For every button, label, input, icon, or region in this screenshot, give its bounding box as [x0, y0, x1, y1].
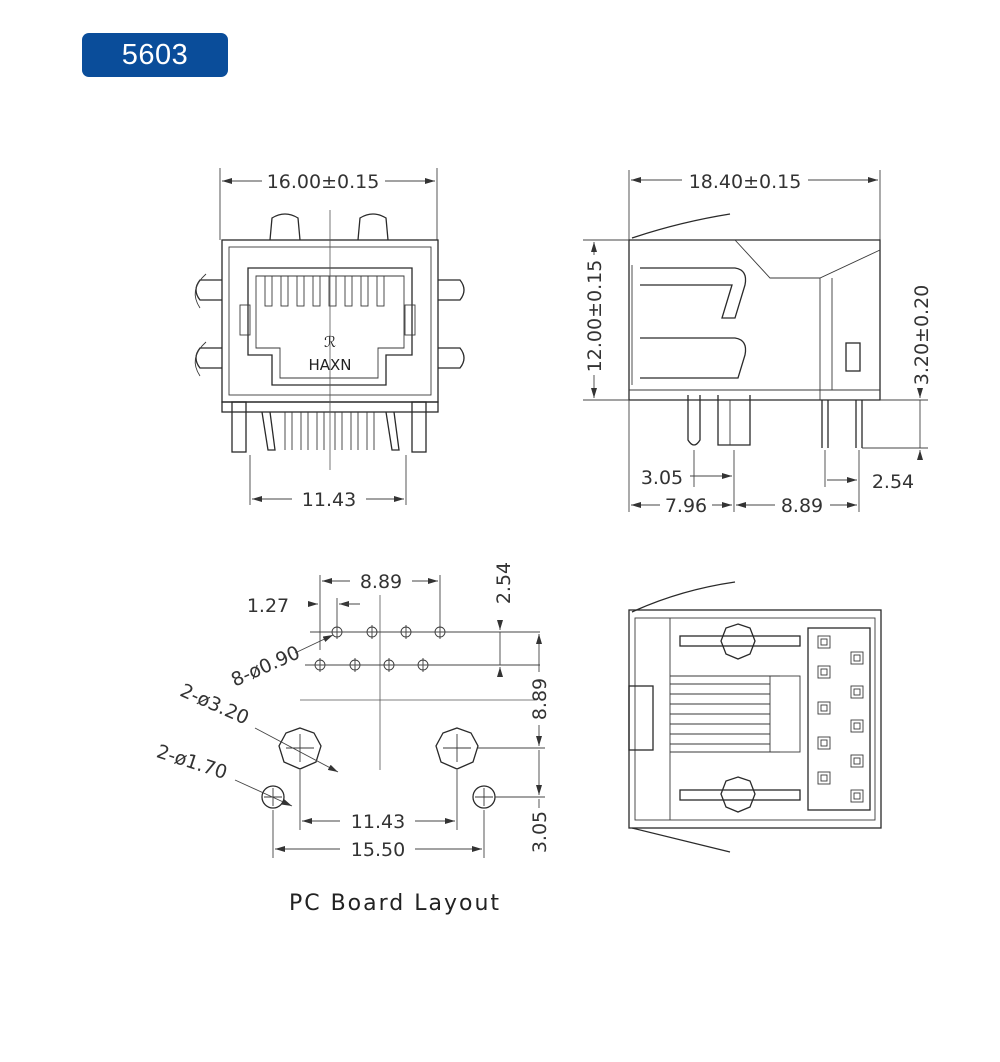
dim-pcb-post-span: 11.43	[351, 811, 405, 833]
dim-side-pin-length: 3.20±0.20	[911, 285, 933, 386]
dim-pcb-hole-small: 8-ø0.90	[228, 642, 304, 692]
part-number-badge: 5603	[82, 33, 228, 77]
dim-front-width: 16.00±0.15	[267, 171, 380, 193]
dim-pcb-half-pitch: 1.27	[247, 595, 289, 617]
dim-pcb-bottom: 3.05	[529, 811, 551, 853]
bottom-view	[628, 581, 882, 853]
dim-side-bottom-right: 8.89	[781, 495, 823, 517]
dim-pcb-total: 15.50	[351, 839, 405, 861]
dim-pcb-row-width: 8.89	[360, 571, 402, 593]
dim-side-left-offset: 3.05	[641, 467, 683, 489]
dim-pcb-hole-mid: 2-ø1.70	[154, 741, 230, 784]
dim-pcb-row-pitch: 2.54	[493, 562, 515, 604]
pcb-layout: 8.89 1.27 2.54 8.89 3.05 11.43 15.5	[154, 562, 551, 916]
dim-side-height: 12.00±0.15	[584, 260, 606, 373]
dim-pcb-vertical: 8.89	[529, 678, 551, 720]
front-view: 16.00±0.15 ℛ HAXN	[194, 168, 465, 511]
dim-side-pin-pitch: 2.54	[872, 471, 914, 493]
dim-side-depth: 18.40±0.15	[689, 171, 802, 193]
dim-front-pin-span: 11.43	[302, 489, 356, 511]
pcb-layout-caption: PC Board Layout	[289, 891, 501, 916]
side-view: 18.40±0.15 12.00±0.15 3	[583, 170, 933, 517]
dim-side-bottom-left: 7.96	[665, 495, 707, 517]
